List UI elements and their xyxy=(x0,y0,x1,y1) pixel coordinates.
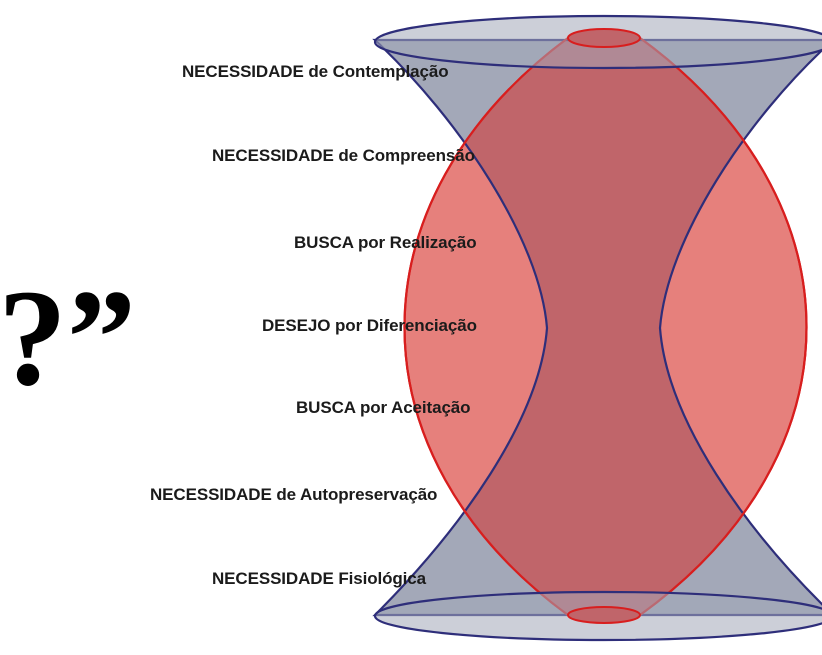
level-label-physiological: NECESSIDADE Fisiológica xyxy=(212,569,427,588)
level-label-acceptance: BUSCA por Aceitação xyxy=(296,398,471,417)
quote-fragment: ?” xyxy=(0,261,136,414)
lens-top-cap xyxy=(567,28,641,48)
level-label-differentiation: DESEJO por Diferenciação xyxy=(262,316,477,335)
lens-bottom-cap xyxy=(567,606,641,624)
level-label-realization: BUSCA por Realização xyxy=(294,233,477,252)
level-label-self-preservation: NECESSIDADE de Autopreservação xyxy=(150,485,438,504)
overlap-region xyxy=(404,38,807,615)
level-label-contemplation: NECESSIDADE de Contemplação xyxy=(182,62,449,81)
level-label-comprehension: NECESSIDADE de Compreensão xyxy=(212,146,475,165)
